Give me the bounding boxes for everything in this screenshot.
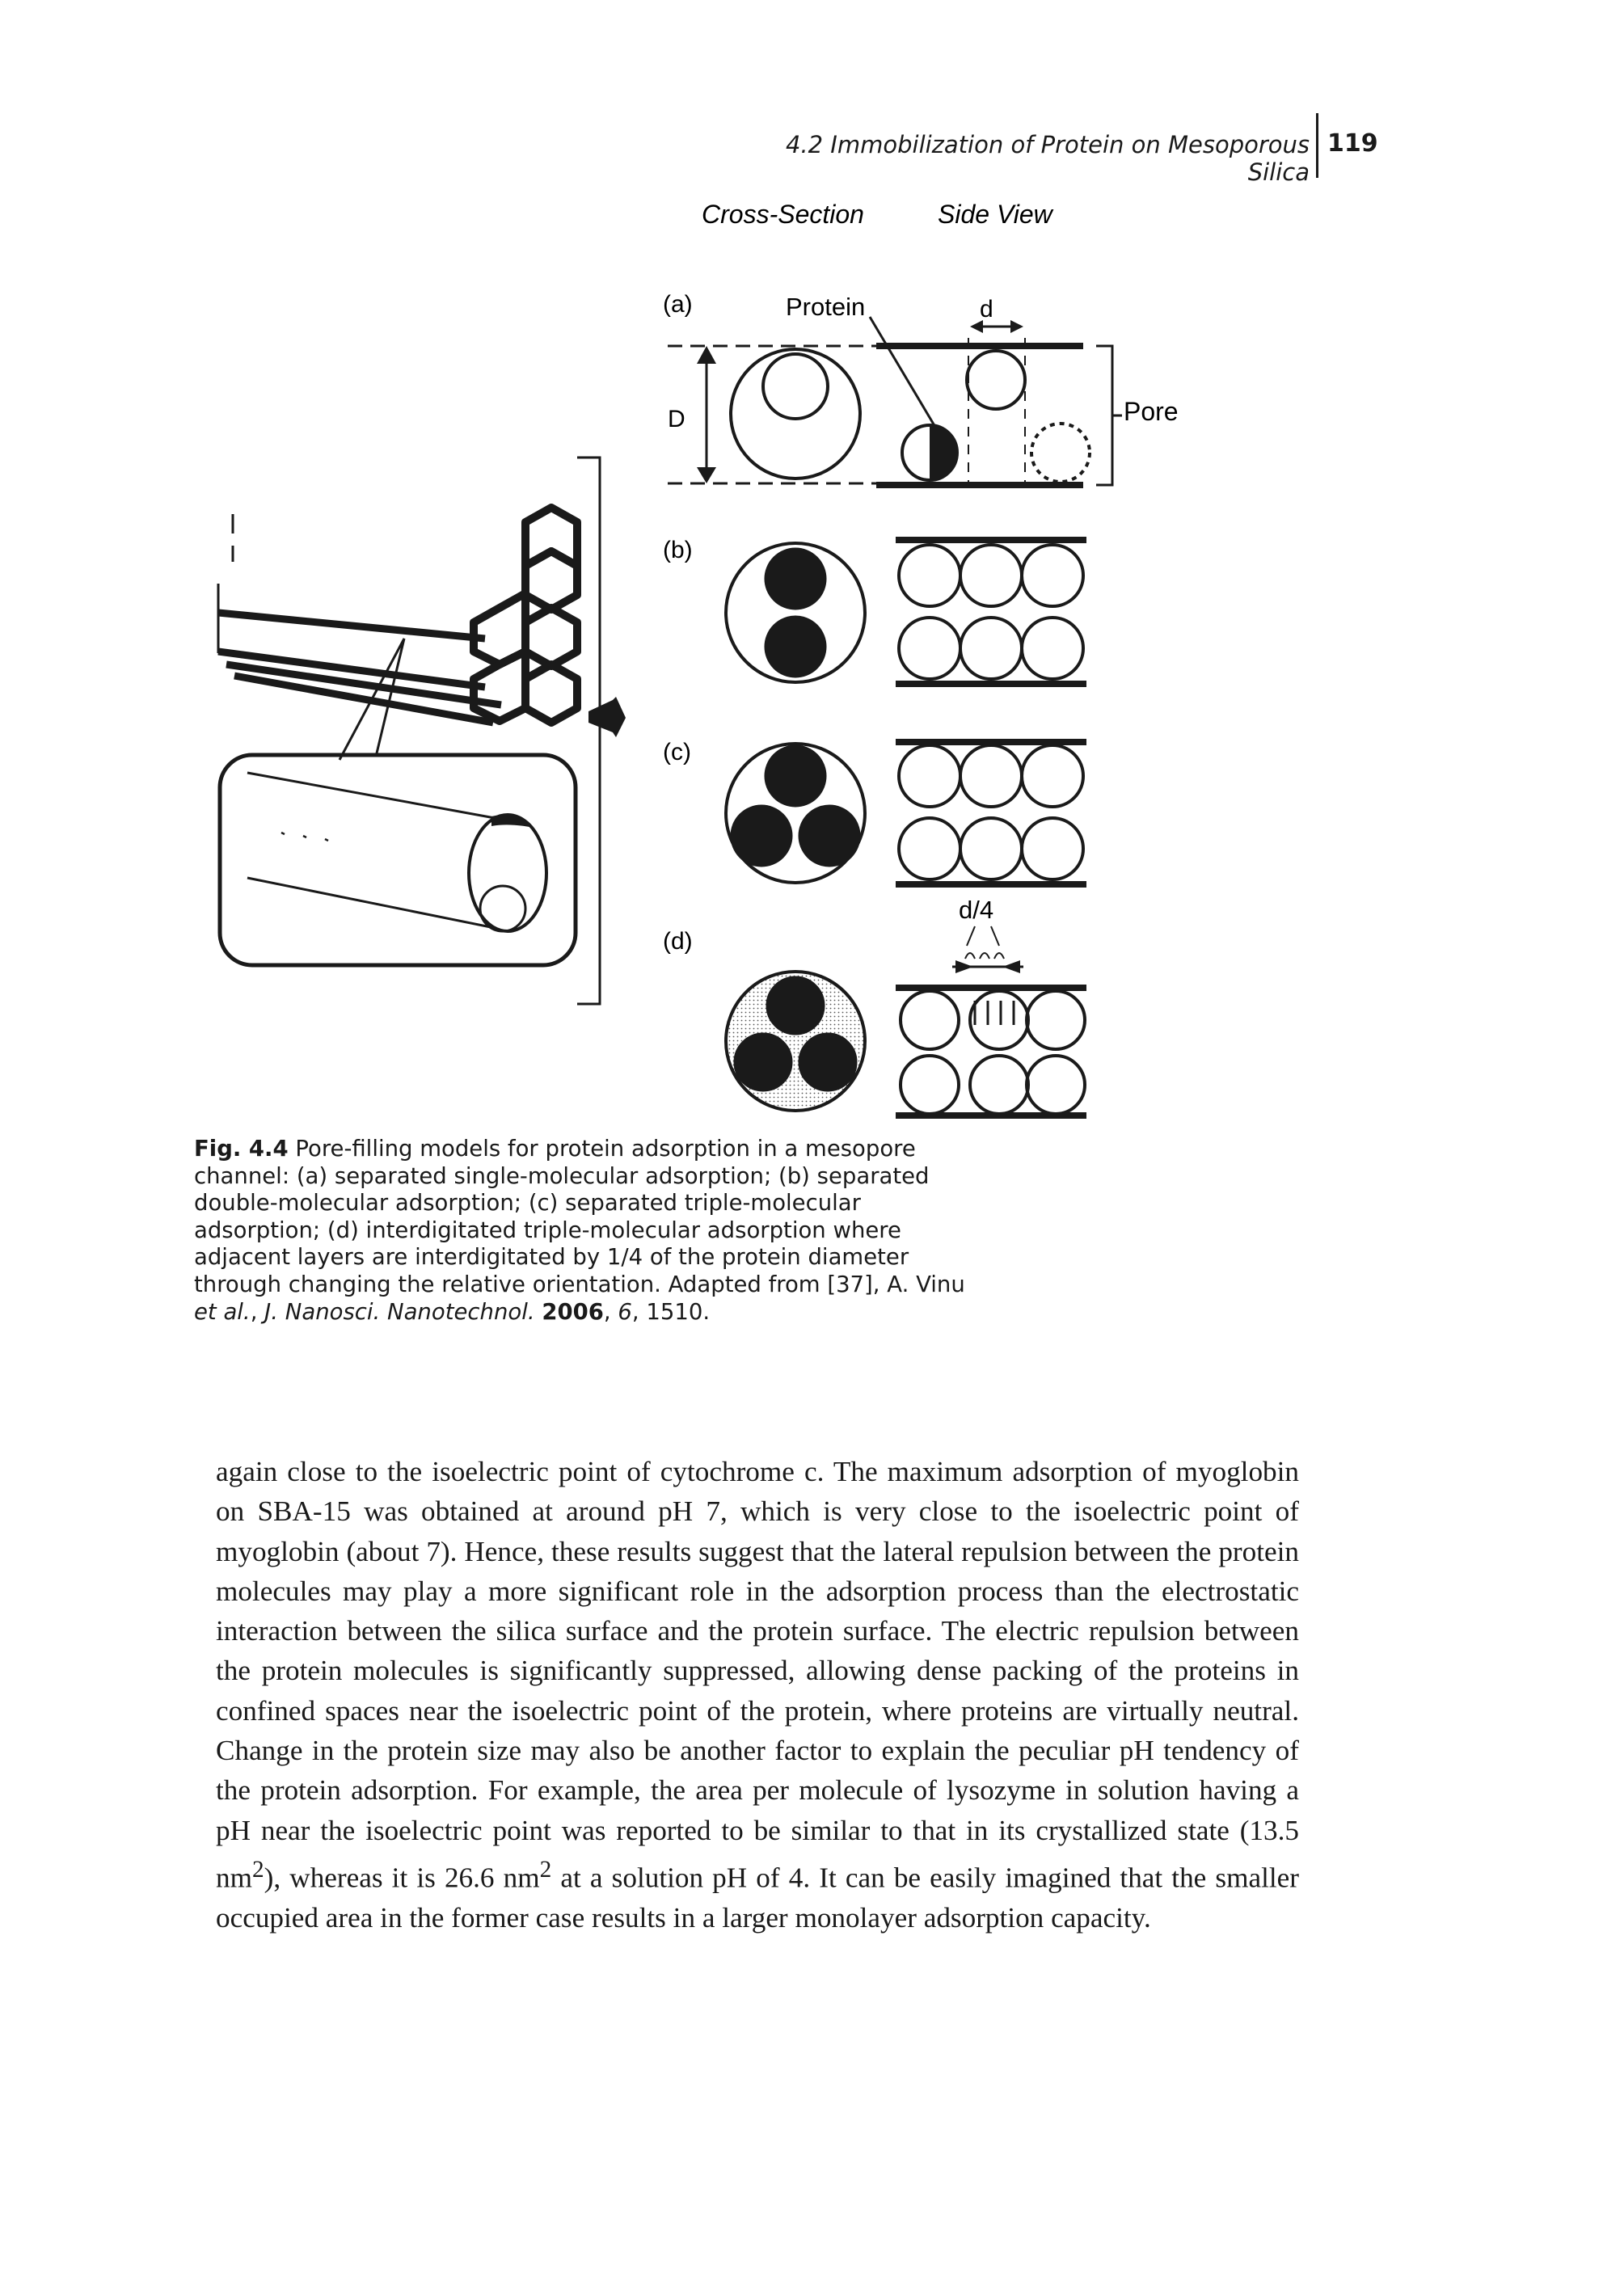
- panel-a-diagram: [668, 316, 1122, 488]
- panel-d-diagram: [724, 926, 1086, 1119]
- caption-text: Pore-filling models for protein adsorpti…: [194, 1136, 965, 1297]
- panel-b-diagram: [724, 537, 1086, 687]
- caption-journal: J. Nanosci. Nanotechnol.: [264, 1298, 535, 1325]
- running-head-rule: [1316, 113, 1318, 178]
- body-text-part-2: ), whereas it is 26.6 nm: [264, 1862, 540, 1894]
- figure-4-4: Cross-Section Side View: [217, 200, 1179, 1119]
- superscript-1: 2: [251, 1856, 264, 1883]
- protein-label: Protein: [786, 293, 865, 321]
- panel-label-a: (a): [663, 291, 693, 318]
- caption-pages: 1510.: [646, 1298, 711, 1325]
- panel-label-c: (c): [663, 739, 691, 765]
- running-head: 4.2 Immobilization of Protein on Mesopor…: [785, 131, 1310, 186]
- caption-et-al: et al.: [194, 1298, 251, 1325]
- figure-caption: Fig. 4.4 Pore-filling models for protein…: [194, 1136, 965, 1325]
- col-header-side-view: Side View: [938, 200, 1054, 229]
- caption-label: Fig. 4.4: [194, 1136, 289, 1162]
- page-number: 119: [1327, 129, 1378, 158]
- body-paragraph: again close to the isoelectric point of …: [216, 1452, 1299, 1938]
- superscript-2: 2: [539, 1856, 552, 1883]
- col-header-cross-section: Cross-Section: [702, 200, 864, 229]
- hexagonal-pore-array: [217, 456, 626, 1006]
- panel-label-d: (d): [663, 928, 693, 955]
- pore-label: Pore: [1124, 397, 1179, 426]
- body-text-part-3: at a solution pH of 4. It can be easily …: [216, 1862, 1299, 1934]
- protein-diameter-label: d: [980, 296, 993, 323]
- caption-volume: 6: [618, 1298, 632, 1325]
- pore-diameter-label: D: [668, 406, 685, 432]
- interdigitation-label: d/4: [959, 896, 993, 924]
- panel-c-diagram: [724, 739, 1086, 888]
- caption-year: 2006: [542, 1298, 604, 1325]
- body-text-part-1: again close to the isoelectric point of …: [216, 1456, 1299, 1894]
- panel-label-b: (b): [663, 537, 693, 563]
